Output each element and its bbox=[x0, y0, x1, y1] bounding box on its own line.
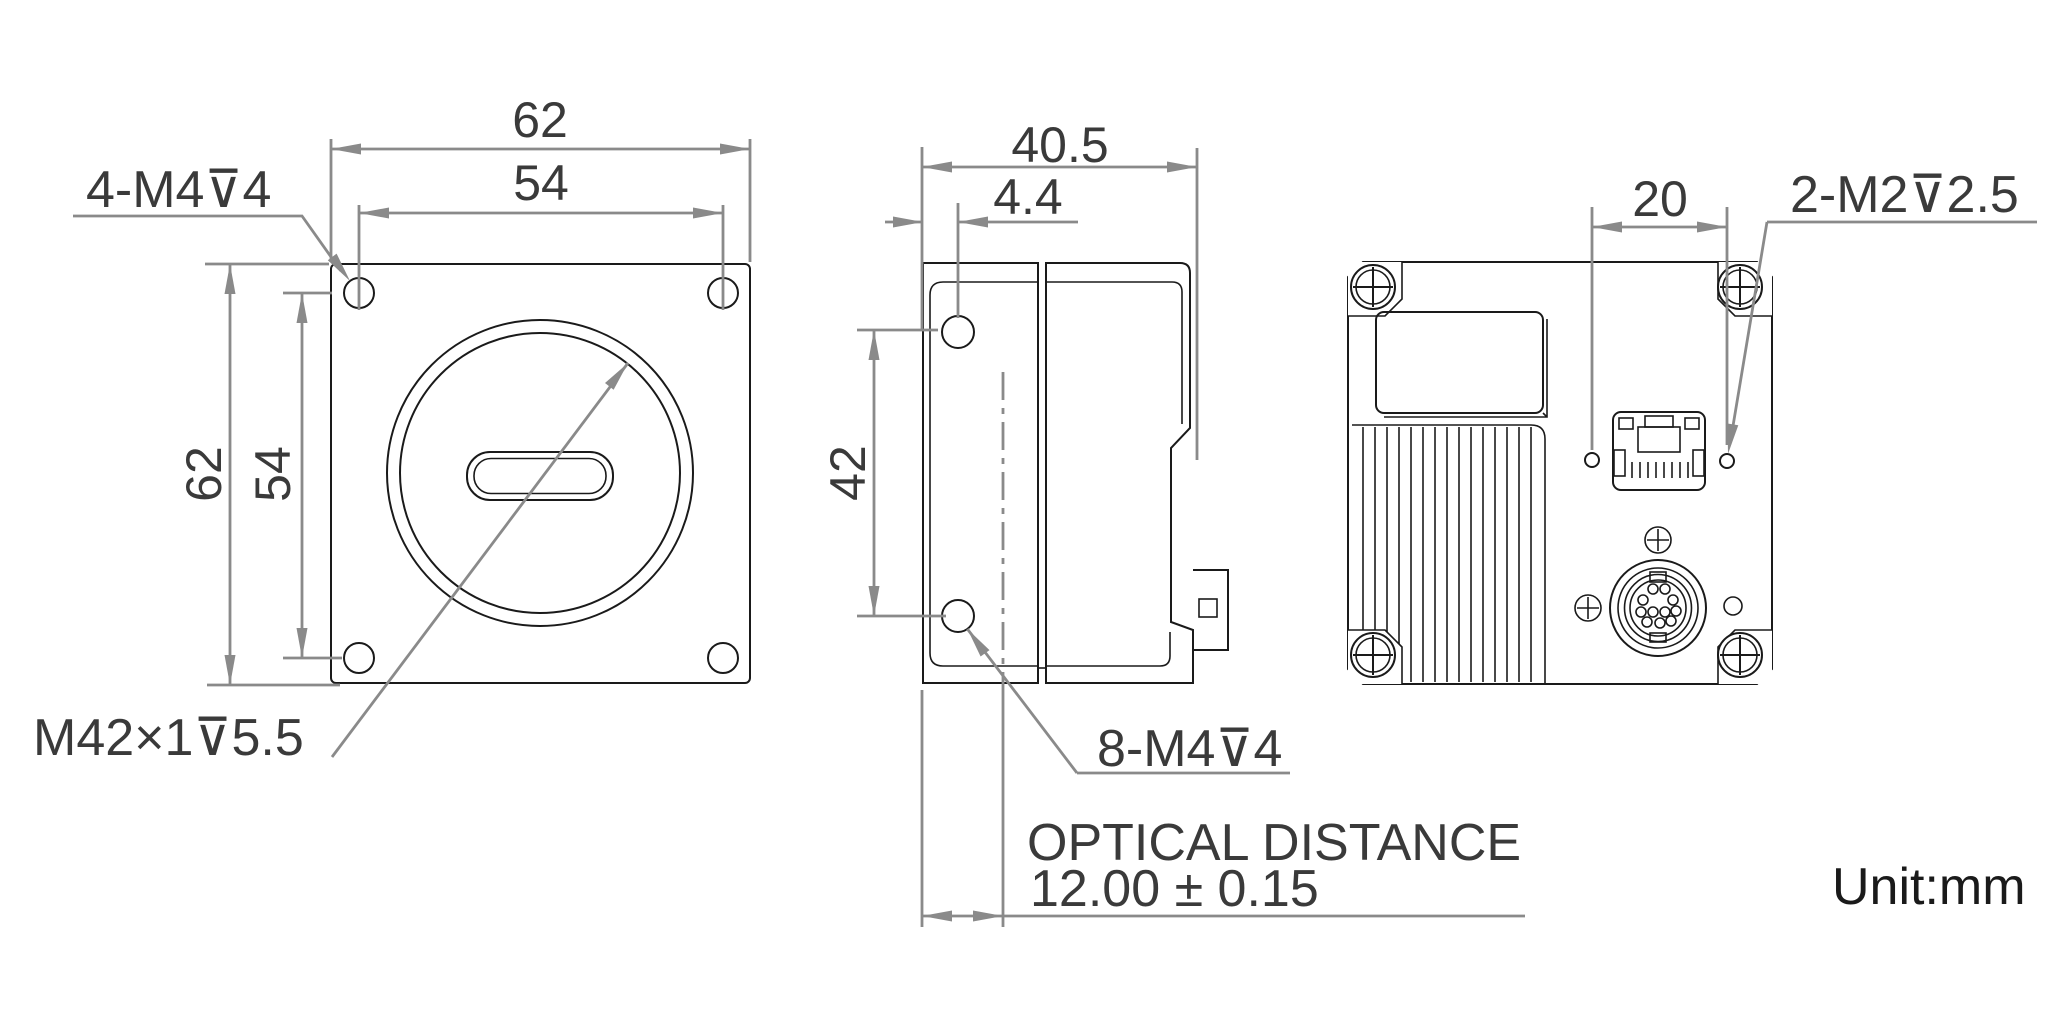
front-height-dimension: 62 bbox=[176, 446, 232, 502]
ethernet-port bbox=[1612, 411, 1706, 491]
side-holes-label: 8-M4⊽4 bbox=[1097, 720, 1282, 778]
front-inner-width-dimension: 54 bbox=[513, 155, 569, 211]
back-holes-label: 2-M2⊽2.5 bbox=[1790, 166, 2019, 224]
front-dimensions: 62 54 62 54 4-M4⊽4 bbox=[33, 92, 752, 767]
corner-screws bbox=[1350, 264, 1763, 678]
front-width-dimension: 62 bbox=[512, 92, 568, 148]
side-hole-bottom bbox=[941, 599, 975, 633]
side-depth-dimension: 40.5 bbox=[1011, 117, 1108, 173]
front-hole-bottom-left bbox=[343, 642, 375, 674]
optical-distance-value: 12.00 ± 0.15 bbox=[1030, 860, 1319, 918]
side-flange-dimension: 4.4 bbox=[993, 169, 1063, 225]
side-body-inner-bottom bbox=[1046, 632, 1171, 667]
side-view: 40.5 4.4 42 8-M4⊽4 bbox=[820, 117, 1525, 927]
side-body-section bbox=[1045, 262, 1194, 684]
front-corner-holes-label: 4-M4⊽4 bbox=[86, 161, 271, 219]
screw-bottom-left bbox=[1350, 632, 1396, 678]
connector-screw-left bbox=[1574, 594, 1602, 622]
connector-pins bbox=[1635, 583, 1682, 629]
front-slot-outer bbox=[466, 451, 614, 501]
lens-mount-label: M42×1⊽5.5 bbox=[33, 709, 304, 767]
side-hole-top bbox=[941, 315, 975, 349]
power-connector bbox=[1609, 559, 1707, 657]
small-hole-right bbox=[1723, 596, 1743, 616]
label-recess bbox=[1375, 311, 1548, 418]
front-plate-outline bbox=[330, 263, 751, 684]
back-view: 20 2-M2⊽2.5 bbox=[1347, 166, 2037, 685]
back-hole-spacing-dimension: 20 bbox=[1632, 171, 1688, 227]
side-holes-spacing-dimension: 42 bbox=[820, 445, 876, 501]
m2-hole-left bbox=[1584, 452, 1600, 468]
screw-top-left bbox=[1350, 264, 1396, 310]
front-slot-inner bbox=[473, 457, 607, 495]
side-rear-connector bbox=[1193, 569, 1229, 651]
front-inner-height-dimension: 54 bbox=[245, 446, 301, 502]
heatsink-outline bbox=[1352, 424, 1546, 683]
side-dimensions: 40.5 4.4 42 8-M4⊽4 bbox=[820, 117, 1525, 927]
side-body-inner-top bbox=[1046, 281, 1183, 424]
optical-distance-title: OPTICAL DISTANCE bbox=[1027, 814, 1521, 872]
front-hole-bottom-right bbox=[707, 642, 739, 674]
screw-bottom-right bbox=[1717, 632, 1763, 678]
side-front-section-inner bbox=[929, 281, 1038, 667]
front-view: 62 54 62 54 4-M4⊽4 bbox=[33, 92, 752, 767]
side-rear-connector-detail bbox=[1198, 598, 1218, 618]
m2-hole-right bbox=[1719, 453, 1735, 469]
connector-screw-top bbox=[1644, 526, 1672, 554]
lens-mount-outer-circle bbox=[386, 319, 694, 627]
back-dimensions: 20 2-M2⊽2.5 bbox=[1590, 166, 2037, 454]
lens-mount-thread-circle bbox=[399, 332, 681, 614]
unit-note: Unit:mm bbox=[1832, 858, 2026, 916]
side-front-section bbox=[922, 262, 1039, 684]
